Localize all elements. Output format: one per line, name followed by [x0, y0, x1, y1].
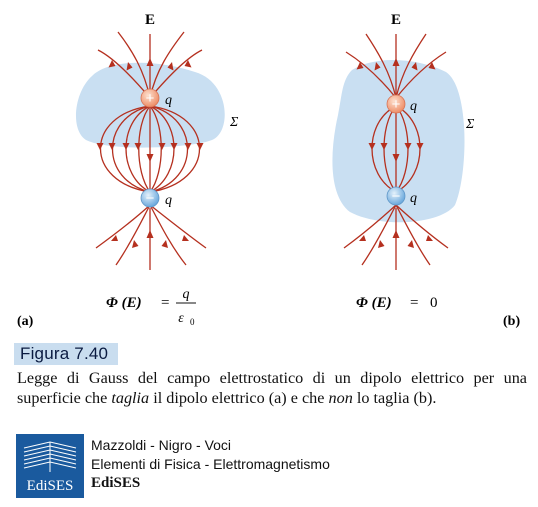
book-authors: Mazzoldi - Nigro - Voci: [91, 437, 232, 453]
charge-label-pos-a: q: [165, 93, 172, 108]
panel-tag-a: (a): [17, 314, 34, 329]
positive-charge-b: [386, 94, 406, 114]
charge-label-neg-a: q: [165, 193, 172, 208]
caption-text-1: Legge di Gauss del campo elettrostatico …: [17, 369, 527, 407]
charge-label-pos-b: q: [410, 99, 417, 114]
flux-den-a: ε: [178, 311, 184, 326]
arrowheads-a: [96, 58, 204, 248]
panel-a: + − E q q Σ Φ (E) = q ε 0 (a): [17, 12, 239, 329]
charge-label-neg-b: q: [410, 191, 417, 206]
negative-charge-b: [386, 186, 406, 206]
arrowheads-b: [356, 58, 436, 248]
surface-label-a: Σ: [229, 115, 239, 130]
field-label-a: E: [145, 12, 155, 28]
figure-number: Figura 7.40: [20, 344, 109, 363]
book-credits: Mazzoldi - Nigro - Voci Elementi di Fisi…: [91, 436, 330, 493]
flux-eq-a: =: [161, 295, 169, 311]
negative-sign-a: −: [146, 190, 155, 207]
book-publisher: EdiSES: [91, 475, 141, 491]
positive-charge-a: [140, 88, 160, 108]
panel-b: + − E q q Σ Φ (E) = 0 (b): [332, 12, 520, 329]
positive-sign-b: +: [392, 96, 401, 113]
gauss-surface-b: [332, 60, 465, 223]
caption-text-2: il dipolo elettrico (a) e che: [149, 389, 329, 407]
flux-lhs-a: Φ (E): [106, 295, 142, 311]
caption-emphasis-1: taglia: [111, 389, 150, 407]
figure-caption: Legge di Gauss del campo elettrostatico …: [17, 368, 527, 408]
panel-tag-b: (b): [503, 314, 520, 329]
dipole-figure: + − E q q Σ Φ (E) = q ε 0 (a): [17, 12, 520, 329]
positive-sign-a: +: [146, 90, 155, 107]
flux-num-a: q: [183, 287, 190, 302]
flux-eq-b: =: [410, 295, 418, 311]
figure-number-tag: Figura 7.40: [14, 343, 118, 365]
surface-label-b: Σ: [465, 117, 475, 132]
negative-sign-b: −: [392, 188, 401, 205]
flux-lhs-b: Φ (E): [356, 295, 392, 311]
caption-emphasis-2: non: [328, 389, 353, 407]
logo-text: EdiSES: [26, 478, 74, 494]
flux-rhs-b: 0: [430, 295, 438, 311]
publisher-logo: EdiSES: [16, 434, 84, 498]
flux-den-sub-a: 0: [190, 317, 195, 327]
book-stack-icon: [23, 441, 77, 472]
field-label-b: E: [391, 12, 401, 28]
negative-charge-a: [140, 188, 160, 208]
book-title: Elementi di Fisica - Elettromagnetismo: [91, 456, 330, 472]
caption-text-3: lo taglia (b).: [352, 389, 437, 407]
